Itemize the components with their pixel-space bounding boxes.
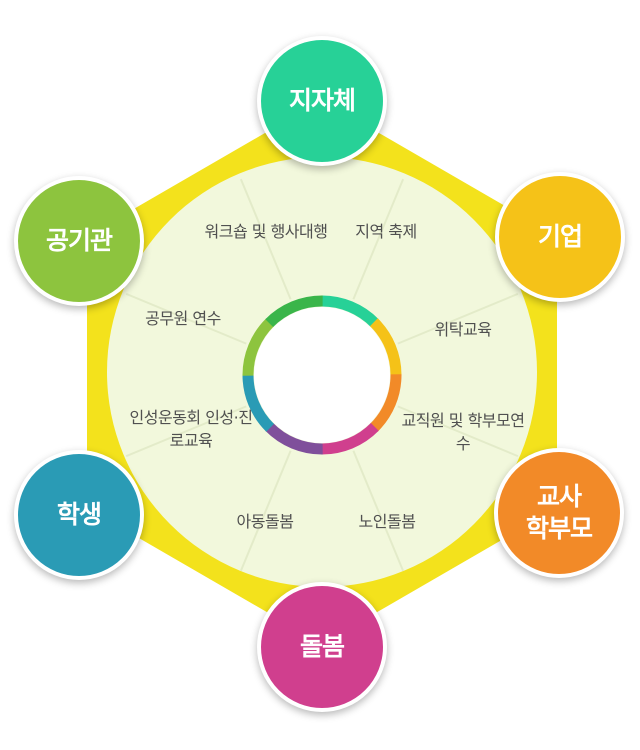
- segment-divider: [125, 292, 247, 345]
- node-label: 학생: [56, 500, 102, 529]
- node-care[interactable]: 돌봄: [257, 582, 387, 712]
- segment-divider: [397, 405, 519, 458]
- segment-divider: [397, 292, 519, 345]
- node-label: 돌봄: [299, 632, 345, 661]
- segment-label-official: 공무원 연수: [145, 309, 221, 328]
- node-label: 지자체: [288, 86, 356, 115]
- node-public-institution[interactable]: 공기관: [14, 176, 144, 306]
- segment-label-elderly: 노인돌봄: [358, 512, 416, 531]
- node-company[interactable]: 기업: [495, 172, 625, 302]
- ring-arc: [265, 295, 323, 328]
- node-teacher-parent[interactable]: 교사 학부모: [494, 448, 624, 578]
- ring-arc: [321, 295, 379, 328]
- segment-divider: [352, 450, 405, 572]
- ring-arc: [369, 374, 402, 432]
- segment-dividers: [125, 178, 519, 572]
- ring-arc: [265, 422, 323, 455]
- segment-divider: [125, 405, 247, 458]
- ring-arc: [242, 318, 275, 376]
- segment-divider: [239, 450, 292, 572]
- segment-divider: [352, 178, 405, 300]
- segment-label-workshop: 워크숍 및 행사대행: [204, 222, 328, 241]
- node-label: 공기관: [45, 226, 113, 255]
- segment-label-teacher: 교직원 및 학부모연수: [401, 411, 525, 453]
- node-label: 교사 학부모: [525, 482, 593, 543]
- node-label: 기업: [537, 222, 583, 251]
- ring-arc: [242, 374, 275, 432]
- segment-label-training: 위탁교육: [434, 320, 492, 339]
- node-student[interactable]: 학생: [14, 450, 144, 580]
- segment-divider: [239, 178, 292, 300]
- ring-arc: [369, 318, 402, 376]
- center-hole: [254, 307, 390, 443]
- segment-label-character: 인성운동회 인성·진로교육: [129, 408, 253, 450]
- node-local-government[interactable]: 지자체: [257, 36, 387, 166]
- ring-arc: [321, 422, 379, 455]
- segment-label-child: 아동돌봄: [236, 512, 294, 531]
- center-ring: [242, 295, 402, 455]
- segment-label-festival: 지역 축제: [355, 222, 417, 241]
